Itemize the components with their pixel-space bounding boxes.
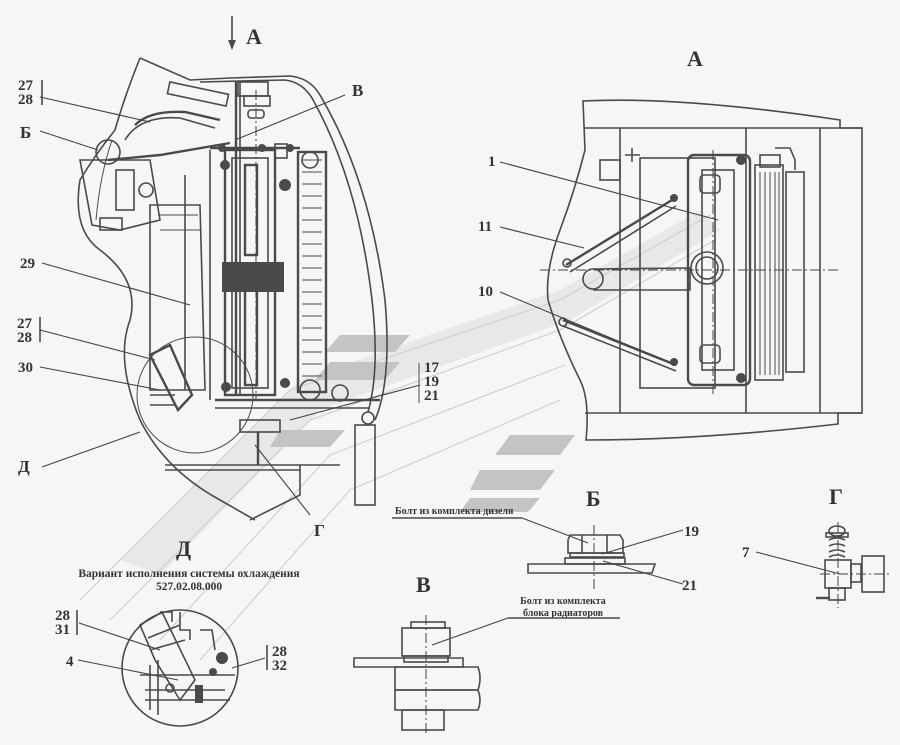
callout-31: 31 — [55, 622, 70, 638]
detail-d-title: Д — [176, 536, 191, 561]
leader-28-31 — [78, 622, 161, 651]
callout-d: Д — [18, 457, 30, 476]
view-a-title: А — [687, 46, 703, 71]
detail-d: Д Вариант исполнения системы охлаждения … — [55, 536, 300, 727]
leader-7 — [755, 551, 841, 575]
callout-10: 10 — [478, 284, 493, 300]
callout-19: 19 — [424, 374, 439, 390]
detail-v-note-line2: блока радиаторов — [523, 608, 604, 619]
leader-27-28-top — [39, 96, 151, 123]
leader-10 — [499, 291, 677, 366]
callout-28-b: 28 — [272, 644, 287, 660]
leader-17-19-21 — [289, 384, 421, 421]
callout-g: Г — [314, 521, 325, 540]
detail-b: Б Болт из комплекта дизеля 19 21 — [392, 486, 699, 594]
detail-v: В Болт из комплекта блока радиаторов — [353, 572, 620, 735]
callout-21: 21 — [424, 388, 439, 404]
callout-29: 29 — [20, 256, 35, 272]
leader-d — [41, 431, 141, 468]
leader-30 — [39, 366, 161, 391]
callout-4: 4 — [66, 654, 74, 670]
callout-17: 17 — [424, 360, 440, 376]
leader-4 — [77, 659, 179, 681]
leader-b — [39, 130, 99, 151]
callout-21-b: 21 — [682, 578, 697, 594]
detail-b-title: Б — [586, 486, 601, 511]
detail-v-note-line1: Болт из комплекта — [520, 596, 606, 607]
detail-v-title: В — [416, 572, 431, 597]
leader-29 — [41, 262, 191, 306]
leader-27-28-mid — [39, 329, 156, 361]
leader-bolt-diesel — [521, 517, 589, 544]
leader-19 — [601, 529, 684, 555]
leader-v — [234, 94, 346, 141]
leader-11 — [499, 226, 585, 249]
view-a: А — [478, 46, 863, 441]
detail-d-caption-line1: Вариант исполнения системы охлаждения — [78, 568, 299, 580]
callout-28-a: 28 — [55, 608, 70, 624]
leader-28-32 — [231, 657, 266, 669]
leader-g — [254, 444, 311, 516]
callout-19-b: 19 — [684, 524, 699, 540]
callout-1: 1 — [488, 154, 496, 170]
detail-d-caption-line2: 527.02.08.000 — [156, 581, 222, 593]
callout-30: 30 — [18, 360, 33, 376]
callout-b: Б — [20, 123, 31, 142]
leader-1 — [499, 161, 719, 221]
view-arrow-a-label: А — [246, 24, 262, 49]
callout-27-mid: 27 — [17, 316, 33, 332]
callout-11: 11 — [478, 219, 492, 235]
leader-bolt-radiator — [431, 617, 509, 646]
callout-32: 32 — [272, 658, 287, 674]
callout-27-top: 27 — [18, 78, 34, 94]
callout-28-top: 28 — [18, 92, 33, 108]
detail-g: Г 7 — [742, 484, 890, 608]
callout-7: 7 — [742, 545, 750, 561]
leader-21 — [602, 560, 684, 585]
view-arrow-a: А — [228, 16, 262, 50]
detail-g-title: Г — [829, 484, 843, 509]
main-view: А — [17, 16, 440, 540]
callout-28-mid: 28 — [17, 330, 32, 346]
watermark-logo — [79, 210, 720, 661]
callout-v: В — [352, 81, 363, 100]
detail-b-note: Болт из комплекта дизеля — [395, 506, 514, 517]
